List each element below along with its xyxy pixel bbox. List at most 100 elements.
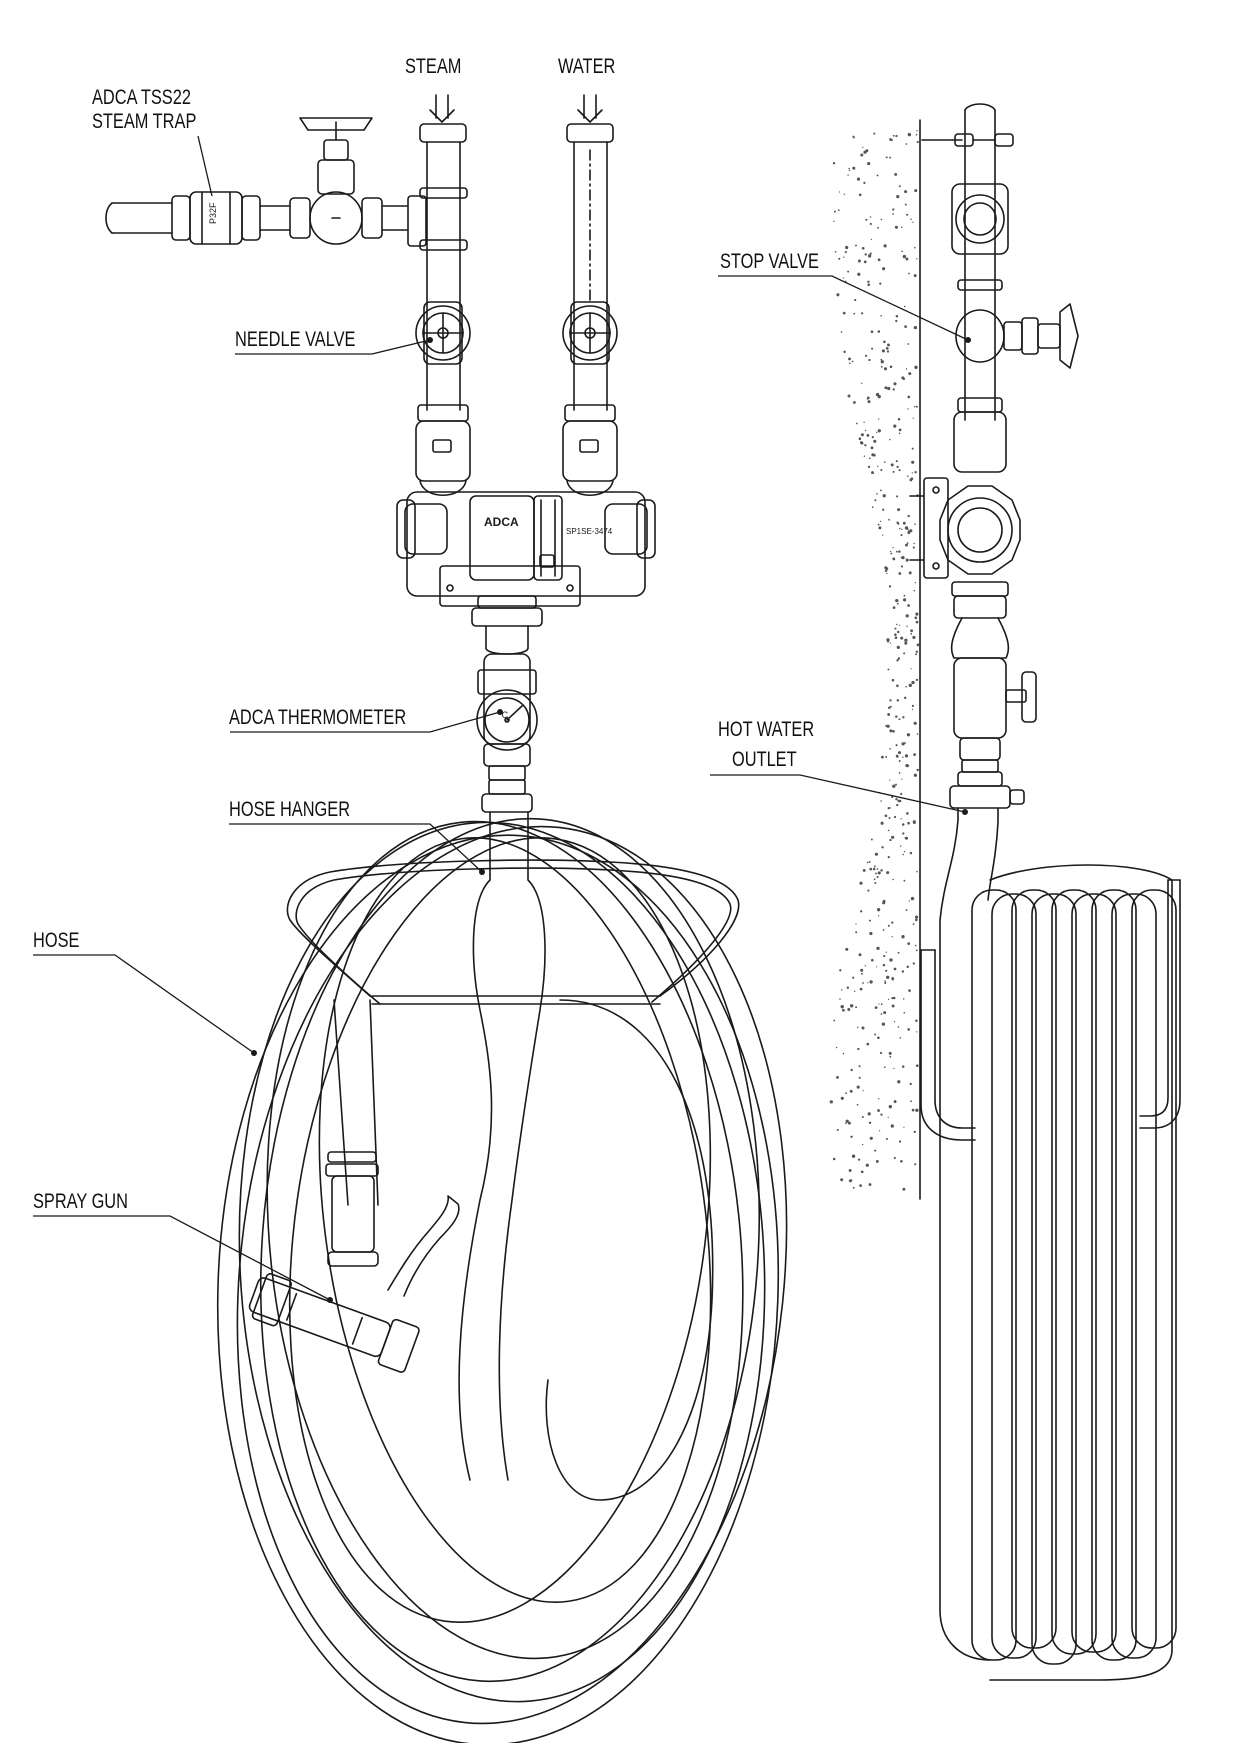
wall-dot <box>901 1065 905 1068</box>
wall-dot <box>898 428 902 432</box>
wall-dot <box>912 636 915 639</box>
wall-dot <box>885 969 888 972</box>
hose-coil-side <box>1052 890 1096 1654</box>
wall-dot <box>870 838 873 841</box>
wall-dot <box>850 1004 854 1008</box>
wall-dot <box>879 489 882 492</box>
wall-dot <box>907 132 912 137</box>
wall-dot <box>871 506 874 509</box>
wall-dot <box>866 1042 870 1046</box>
wall-dot <box>916 643 920 647</box>
wall-section <box>829 120 1013 1199</box>
wall-dot <box>855 1006 858 1009</box>
wall-dot <box>871 471 874 475</box>
wall-dot <box>904 742 906 744</box>
wall-dot <box>887 855 890 859</box>
wall-dot <box>836 1128 839 1131</box>
wall-dot <box>911 447 914 450</box>
hose-loop <box>242 810 758 1649</box>
wall-dot <box>900 636 904 640</box>
wall-dot <box>867 283 870 287</box>
wall-dot <box>881 846 884 849</box>
wall-dot <box>888 817 891 819</box>
wall-dot <box>893 815 897 819</box>
wall-dot <box>845 1122 847 1125</box>
wall-dot <box>904 190 908 194</box>
wall-dot <box>901 778 903 780</box>
wall-dot <box>845 947 849 951</box>
wall-dot <box>853 312 856 315</box>
wall-dot <box>901 555 905 560</box>
wall-dot <box>885 156 888 159</box>
wall-dot <box>863 455 866 457</box>
wall-dot <box>876 465 879 468</box>
wall-dot <box>873 453 876 457</box>
wall-dot <box>878 915 880 917</box>
wall-dot <box>913 542 915 545</box>
wall-dot <box>882 494 886 498</box>
wall-dot <box>899 624 901 626</box>
wall-dot <box>847 394 851 398</box>
wall-dot <box>914 365 918 369</box>
wall-dot <box>863 150 867 154</box>
wall-dot <box>901 528 903 531</box>
wall-dot <box>908 900 910 902</box>
wall-dot <box>896 602 899 605</box>
wall-dot <box>880 315 882 317</box>
wall-dot <box>891 996 894 1000</box>
wall-dot <box>838 191 841 193</box>
wall-dot <box>871 958 874 962</box>
wall-dot <box>868 1121 872 1125</box>
wall-dot <box>843 350 846 354</box>
wall-dot <box>857 259 861 263</box>
wall-dot <box>840 1005 844 1009</box>
wall-dot <box>915 258 918 260</box>
wall-dot <box>869 867 873 871</box>
wall-dot <box>882 929 885 931</box>
wall-dot <box>873 865 876 868</box>
wall-dot <box>907 343 910 345</box>
wall-dot <box>914 616 918 620</box>
wall-dot <box>884 566 888 570</box>
wall-dot <box>886 975 890 979</box>
wall-dot <box>912 923 915 925</box>
hose-coil-side <box>1092 890 1136 1660</box>
wall-dot <box>852 135 855 138</box>
wall-dot <box>865 1163 869 1167</box>
wall-dot <box>883 1066 886 1069</box>
wall-dot <box>833 220 835 223</box>
side-view-hanger <box>921 880 1180 1140</box>
wall-dot <box>883 340 886 344</box>
wall-dot <box>857 1158 861 1161</box>
wall-dot <box>858 193 862 197</box>
wall-dot <box>902 377 906 381</box>
wall-dot <box>842 1052 845 1055</box>
wall-dot <box>870 238 872 241</box>
wall-dot <box>890 138 893 142</box>
leader-dots <box>251 337 971 1303</box>
wall-dot <box>870 330 874 334</box>
hose-loop <box>202 826 793 1743</box>
wall-dot <box>892 470 895 473</box>
wall-dot <box>876 493 878 495</box>
wall-dot <box>877 1098 880 1100</box>
wall-dot <box>884 386 888 390</box>
wall-dot <box>859 1184 862 1187</box>
wall-dot <box>915 1108 919 1112</box>
label-spray-gun: SPRAY GUN <box>33 1190 128 1213</box>
water-inlet-pipe <box>567 95 613 410</box>
wall-dot <box>855 244 857 247</box>
wall-dot <box>913 721 917 725</box>
wall-dot <box>904 203 907 206</box>
wall-dot <box>912 221 914 223</box>
wall-dot <box>861 1115 864 1119</box>
wall-dot <box>891 936 893 938</box>
wall-dot <box>906 965 909 969</box>
wall-dot <box>852 166 856 170</box>
wall-dot <box>861 246 865 250</box>
wall-dot <box>867 1112 871 1116</box>
wall-dot <box>838 257 841 260</box>
wall-dot <box>909 478 913 482</box>
hose-loop <box>273 812 756 1627</box>
